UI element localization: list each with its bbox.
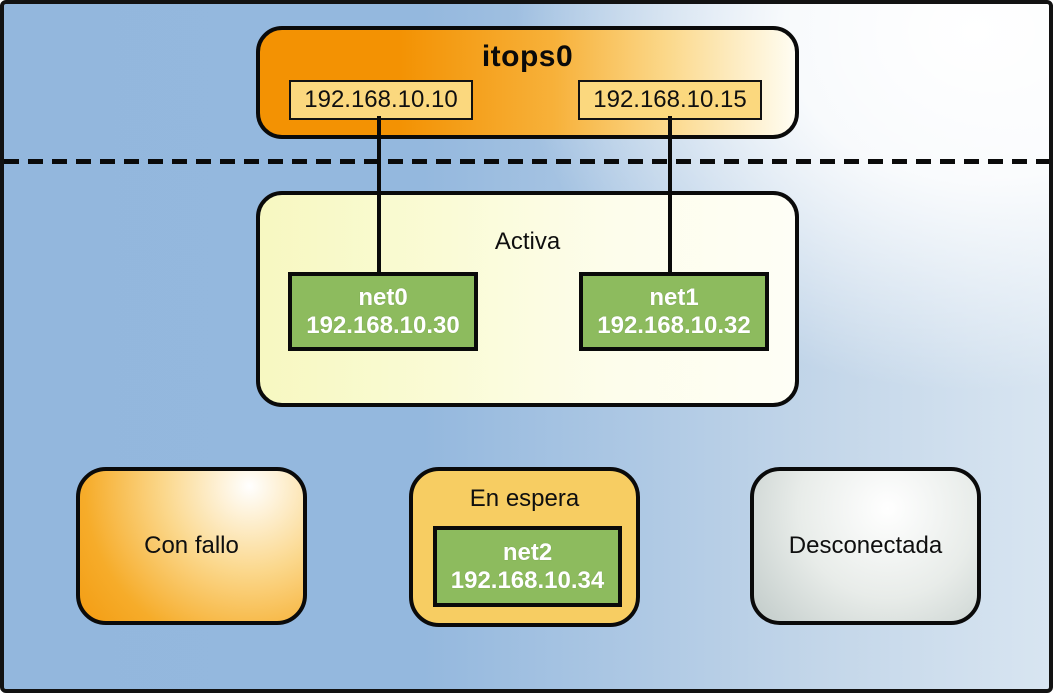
ipmp-group-box: itops0 192.168.10.10 192.168.10.15 <box>256 26 799 139</box>
ipmp-group-title: itops0 <box>481 40 574 73</box>
failed-state-label: Con fallo <box>144 532 239 559</box>
interface-box-net2: net2 192.168.10.34 <box>433 526 622 607</box>
interface-name: net0 <box>358 283 408 311</box>
interface-name: net1 <box>649 283 699 311</box>
interface-name: net2 <box>502 538 553 566</box>
interface-box-net0: net0 192.168.10.30 <box>288 272 478 351</box>
interface-address: 192.168.10.32 <box>597 311 751 339</box>
standby-state-box: En espera net2 192.168.10.34 <box>409 467 640 627</box>
data-address-label: 192.168.10.15 <box>578 80 762 120</box>
data-address-label: 192.168.10.10 <box>289 80 473 120</box>
offline-state-box: Desconectada <box>750 467 981 625</box>
connector-line <box>377 116 381 272</box>
interface-address: 192.168.10.30 <box>306 311 460 339</box>
connector-line <box>668 116 672 272</box>
public-private-separator-line <box>4 159 1049 164</box>
active-group-label: Activa <box>494 228 561 255</box>
interface-box-net1: net1 192.168.10.32 <box>579 272 769 351</box>
failed-state-box: Con fallo <box>76 467 307 625</box>
active-group-box: Activa net0 192.168.10.30 net1 192.168.1… <box>256 191 799 407</box>
standby-state-label: En espera <box>469 485 580 512</box>
offline-state-label: Desconectada <box>788 532 943 559</box>
interface-address: 192.168.10.34 <box>450 566 605 594</box>
